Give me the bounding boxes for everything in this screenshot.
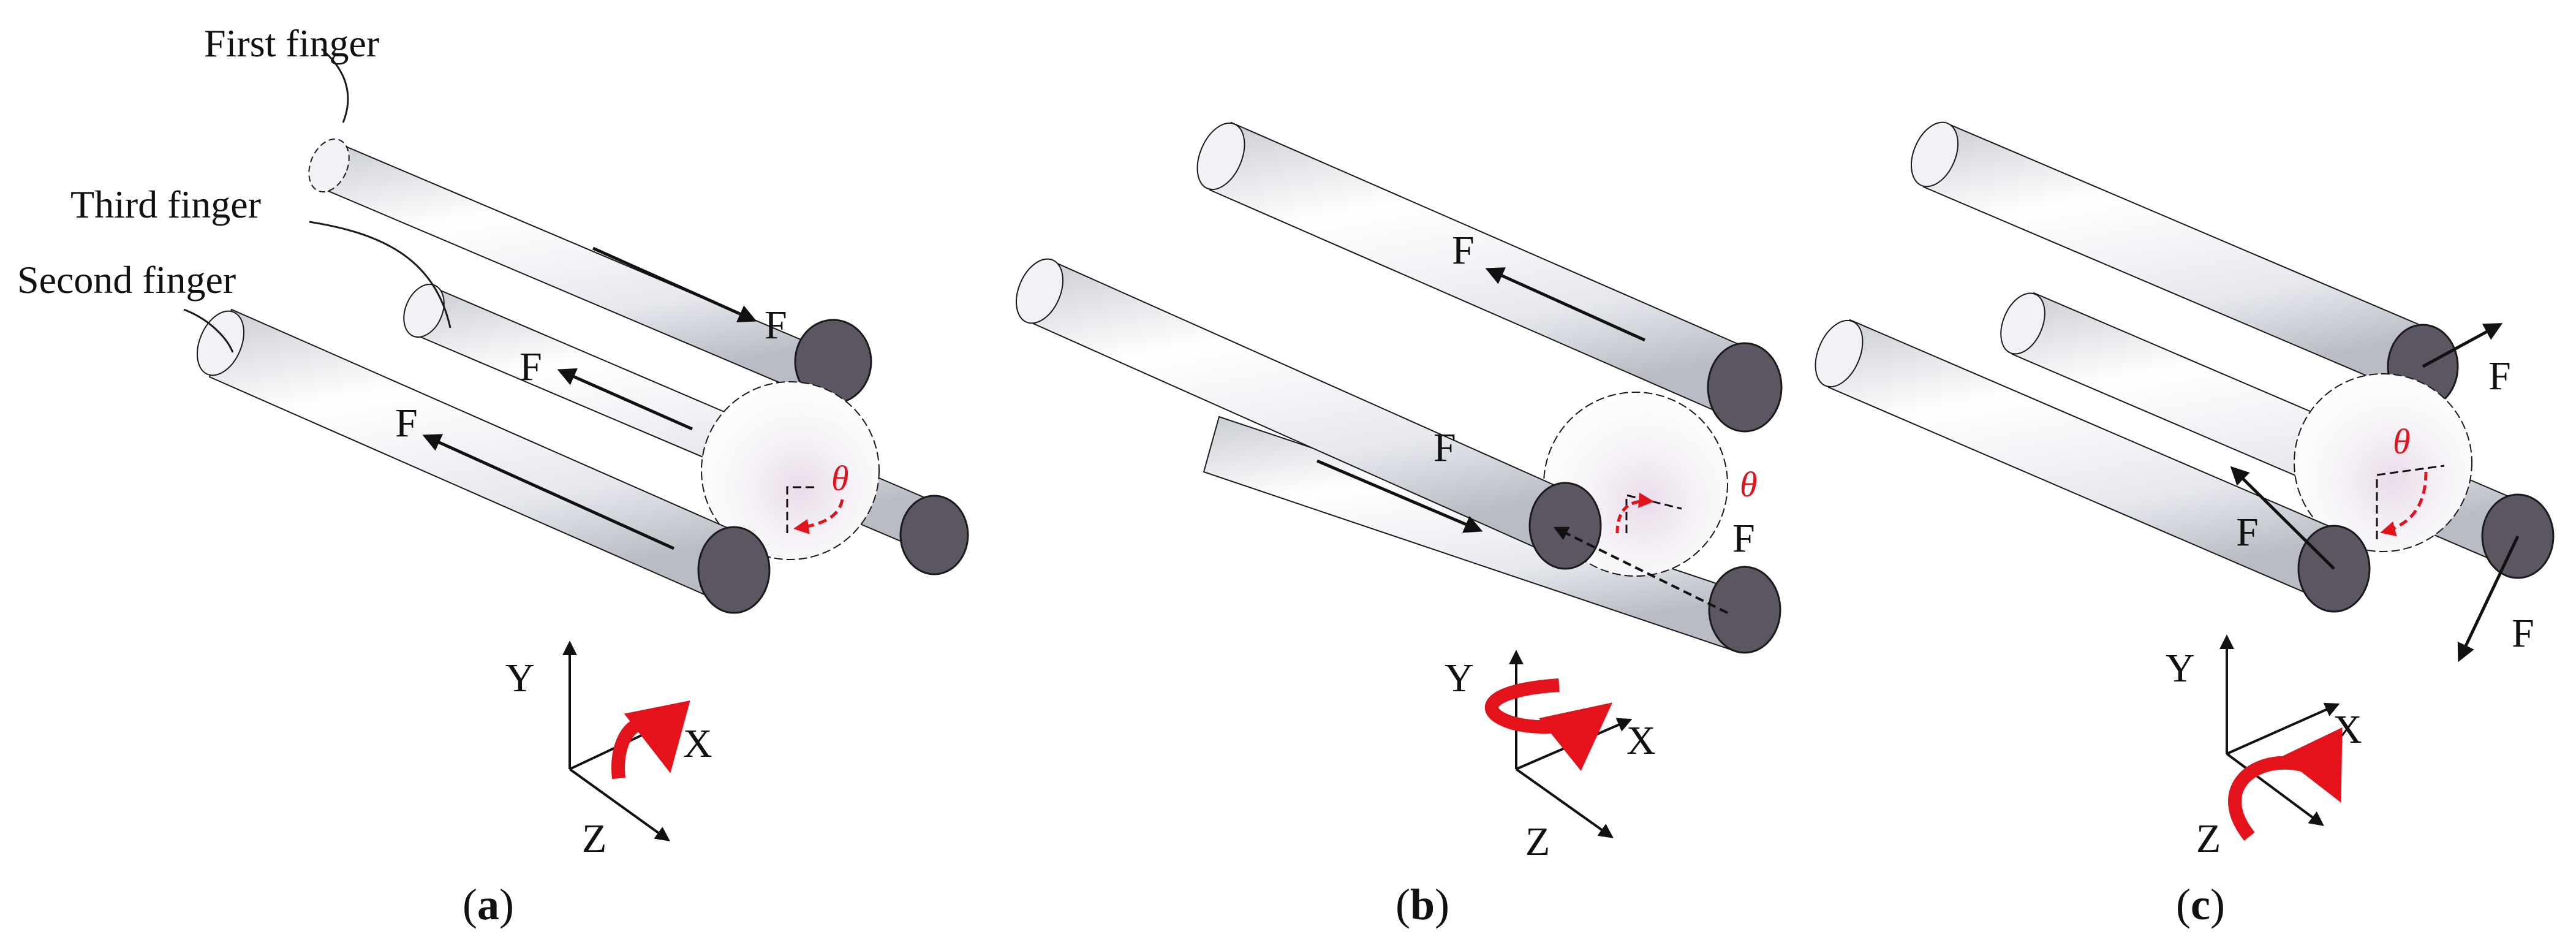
- force-arrow-front: [1316, 459, 1483, 533]
- axes-c: Y X Z: [2166, 634, 2362, 861]
- axis-z-label: Z: [1525, 819, 1550, 864]
- axis-z-label: Z: [582, 816, 606, 861]
- second-finger-cylinder: [197, 308, 771, 614]
- panel-b: F F F θ Y X Z (b): [1016, 121, 1783, 929]
- force-label-second: F: [395, 401, 418, 446]
- axis-x-label: X: [683, 721, 712, 766]
- force-arrow-third: [557, 368, 693, 431]
- axis-y-label: Y: [1445, 656, 1474, 700]
- axis-y-label: Y: [505, 656, 535, 700]
- rotation-angle-arc: [2380, 471, 2428, 537]
- axis-y-label: Y: [2166, 646, 2195, 691]
- force-label-back: F: [1732, 516, 1755, 561]
- sphere-object: [2294, 373, 2472, 552]
- axis-x-label: X: [1626, 718, 1656, 763]
- first-finger-leader: [321, 48, 349, 123]
- rotation-angle-arc: [793, 499, 844, 534]
- force-arrow-front: [2230, 466, 2335, 570]
- force-label-top: F: [1452, 228, 1475, 273]
- theta-label: θ: [831, 458, 849, 498]
- first-finger-cylinder: [308, 138, 872, 404]
- rotation-arrow-z: [2228, 727, 2343, 841]
- force-arrow-second: [422, 434, 675, 550]
- force-label-front: F: [2236, 510, 2259, 555]
- caption-a: (a): [463, 880, 514, 929]
- force-arrow-top: [1485, 267, 1646, 342]
- third-finger-label: Third finger: [70, 183, 261, 226]
- theta-label: θ: [1740, 465, 1758, 504]
- force-arrow-top: [2422, 323, 2503, 368]
- force-label-front: F: [1433, 425, 1456, 470]
- force-arrow-back: [1553, 526, 1728, 614]
- second-finger-leader: [183, 308, 234, 353]
- axes-b: Y X Z: [1445, 650, 1656, 864]
- force-arrow-middle: [2457, 535, 2520, 662]
- theta-label: θ: [2393, 422, 2411, 461]
- caption-c: (c): [2176, 880, 2225, 929]
- force-arrow-first: [592, 246, 757, 322]
- angle-marker: [786, 486, 818, 533]
- rotation-angle-arc: [1615, 492, 1654, 534]
- force-label-first: F: [765, 303, 787, 347]
- force-label-top: F: [2488, 354, 2511, 398]
- panel-a: First finger Third finger Second finger …: [17, 21, 969, 929]
- second-finger-label: Second finger: [17, 258, 236, 302]
- third-finger-leader: [309, 221, 451, 328]
- force-label-third: F: [519, 344, 542, 389]
- angle-marker: [2376, 465, 2445, 539]
- force-label-middle: F: [2512, 611, 2534, 656]
- axes-a: Y X Z: [505, 640, 712, 861]
- axis-x-label: X: [2333, 707, 2362, 752]
- rotation-arrow-y: [1484, 678, 1613, 771]
- first-finger-label: First finger: [204, 21, 379, 65]
- rotation-arrow-x: [611, 700, 690, 780]
- axis-z-label: Z: [2196, 816, 2221, 861]
- front-finger-cylinder: [1016, 258, 1602, 570]
- caption-b: (b): [1396, 880, 1449, 929]
- panel-c: F F F θ Y X Z (c): [1815, 121, 2555, 929]
